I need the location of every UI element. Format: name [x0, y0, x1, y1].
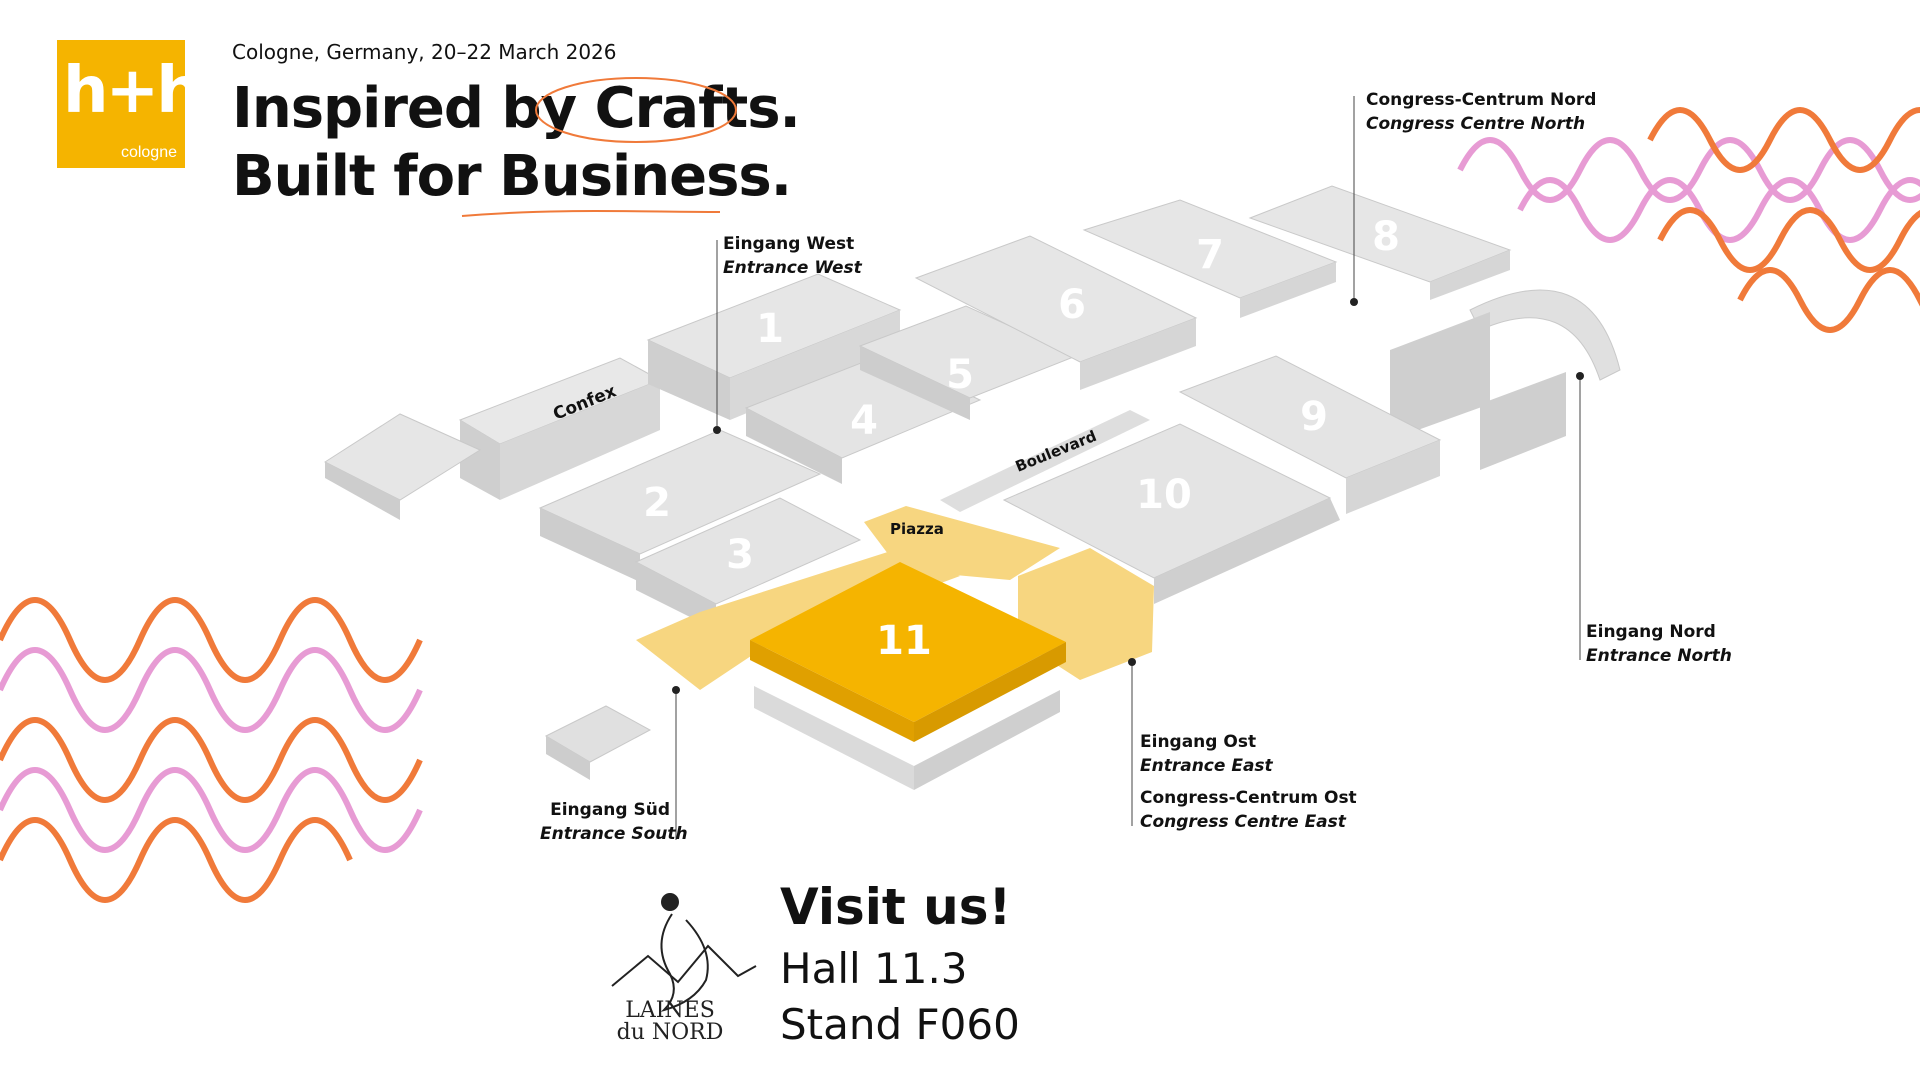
leader-lines — [675, 96, 1581, 840]
decorative-waves-top-right — [1457, 107, 1920, 333]
entrance-dots — [672, 298, 1584, 694]
logo-city: cologne — [120, 144, 177, 161]
hall-number-1: 1 — [756, 306, 784, 352]
hall-number-11: 11 — [876, 618, 932, 664]
decorative-waves-bottom-left — [0, 597, 423, 903]
hall-number-9: 9 — [1300, 394, 1328, 440]
hall-number-10: 10 — [1136, 472, 1192, 518]
congress-centre-north-label: Congress-Centrum Nord Congress Centre No… — [1366, 90, 1597, 134]
entrance-east-label: Eingang Ost Entrance East — [1140, 732, 1273, 776]
headline-line2: Built for Business. — [232, 144, 792, 209]
hall-number-2: 2 — [643, 480, 671, 526]
boulevard — [940, 410, 1150, 512]
congress-centre-east-label: Congress-Centrum Ost Congress Centre Eas… — [1140, 788, 1357, 832]
hall-number-7: 7 — [1196, 232, 1224, 278]
hall-number-3: 3 — [726, 532, 754, 578]
building-north-arc — [1469, 289, 1621, 381]
brand-line1: LAINES — [625, 998, 715, 1023]
buildings — [323, 185, 1621, 790]
brand-wordmark: LAINES du NORD — [600, 1000, 740, 1044]
hall-number-5: 5 — [946, 352, 974, 398]
brand-line2: du NORD — [616, 1020, 724, 1045]
crafts-circle-accent — [535, 77, 737, 143]
hall-number: Hall 11.3 — [780, 944, 968, 993]
hh-cologne-logo: h+h cologne — [57, 40, 202, 168]
logo-mark: h+h — [63, 54, 202, 128]
event-date: Cologne, Germany, 20–22 March 2026 — [232, 40, 617, 64]
piazza-label: Piazza — [890, 520, 944, 538]
hall-number-4: 4 — [850, 398, 878, 444]
laines-du-nord-logo — [611, 893, 757, 1012]
entrance-south-label: Eingang Süd Entrance South — [540, 800, 688, 844]
entrance-south-stairs — [544, 705, 652, 763]
building-hall-11 — [750, 562, 1066, 722]
entrance-north-label: Eingang Nord Entrance North — [1586, 622, 1732, 666]
business-underline-accent — [461, 210, 721, 217]
visit-us-heading: Visit us! — [780, 878, 1012, 936]
entrance-west-label: Eingang West Entrance West — [723, 234, 862, 278]
hall-number-6: 6 — [1058, 282, 1086, 328]
stand-number: Stand F060 — [780, 1000, 1020, 1049]
hall-number-8: 8 — [1372, 214, 1400, 260]
